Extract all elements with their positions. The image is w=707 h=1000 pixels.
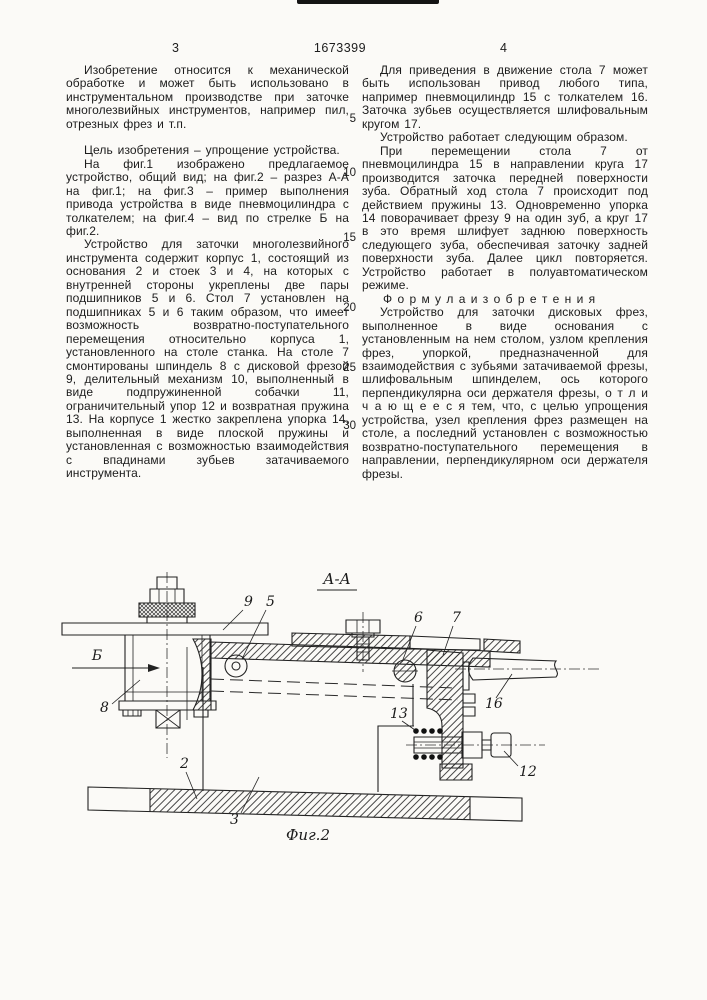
part-labels: 9 5 6 7 8 16 13 12 2 3 (100, 594, 537, 828)
hidden-line-lower (211, 691, 458, 700)
stand-7 (427, 650, 463, 768)
text-column-left: Изобретение относится к механической обр… (66, 63, 349, 481)
part-label-9: 9 (244, 594, 253, 610)
line-number-15: 15 (343, 232, 356, 244)
paragraph-operation: При перемещении стола 7 от пневмоцилиндр… (362, 143, 648, 293)
paragraph-drive: Для приведения в движение стола 7 может … (362, 63, 648, 131)
bearing-6 (392, 660, 418, 682)
upper-plate-stub (484, 639, 520, 653)
corpus-bracket (378, 726, 414, 792)
line-number-5: 5 (349, 113, 356, 125)
base-slab (88, 787, 522, 821)
part-label-7: 7 (452, 610, 461, 626)
part-label-2: 2 (179, 756, 189, 772)
patent-number: 1673399 (313, 41, 367, 55)
return-spring-13 (413, 728, 443, 760)
paragraph-figures-list: На фиг.1 изображено предлагаемое устройс… (66, 156, 349, 238)
bearing-5 (225, 655, 247, 677)
part-label-5: 5 (266, 594, 275, 610)
line-number-20: 20 (343, 302, 356, 314)
paragraph-operation-intro: Устройство работает следующим образом. (380, 130, 628, 145)
section-label: А-А (322, 570, 351, 588)
part-label-12: 12 (519, 764, 537, 780)
figure-2-drawing: А-А (0, 570, 707, 844)
spindle-assembly (62, 572, 268, 758)
line-number-10: 10 (343, 167, 356, 179)
formula-heading: Ф о р м у л а и з о б р е т е н и я (383, 291, 596, 306)
view-b-arrow: Б (72, 648, 160, 672)
paragraph-field-of-invention: Изобретение относится к механической обр… (66, 63, 349, 131)
limit-screw-12 (406, 732, 545, 780)
upper-plate (410, 636, 480, 650)
paragraph-claim: Устройство для заточки дисковых фрез, вы… (362, 305, 648, 481)
part-label-8: 8 (100, 700, 109, 716)
view-arrow-label: Б (91, 648, 102, 664)
part-label-16: 16 (485, 696, 503, 712)
page-number-left: 3 (172, 41, 180, 55)
part-label-3: 3 (230, 812, 239, 828)
part-label-6: 6 (414, 610, 423, 626)
pusher-rod-16 (455, 658, 600, 680)
part-label-13: 13 (390, 706, 408, 722)
table-left-wall (193, 639, 211, 710)
line-number-25: 25 (343, 362, 356, 374)
line-number-30: 30 (343, 420, 356, 432)
paragraph-device-description: Устройство для заточки многолезвийного и… (66, 237, 349, 481)
page-number-right: 4 (500, 41, 508, 55)
paragraph-goal: Цель изобретения – упрощение устройства. (84, 143, 340, 158)
hidden-line-upper (211, 679, 455, 688)
clamp-bolt (346, 612, 380, 672)
upper-plate-hatched (292, 633, 410, 649)
figure-caption: Фиг.2 (286, 826, 330, 844)
text-column-right: Для приведения в движение стола 7 может … (362, 63, 648, 481)
scan-artifact (297, 0, 439, 4)
